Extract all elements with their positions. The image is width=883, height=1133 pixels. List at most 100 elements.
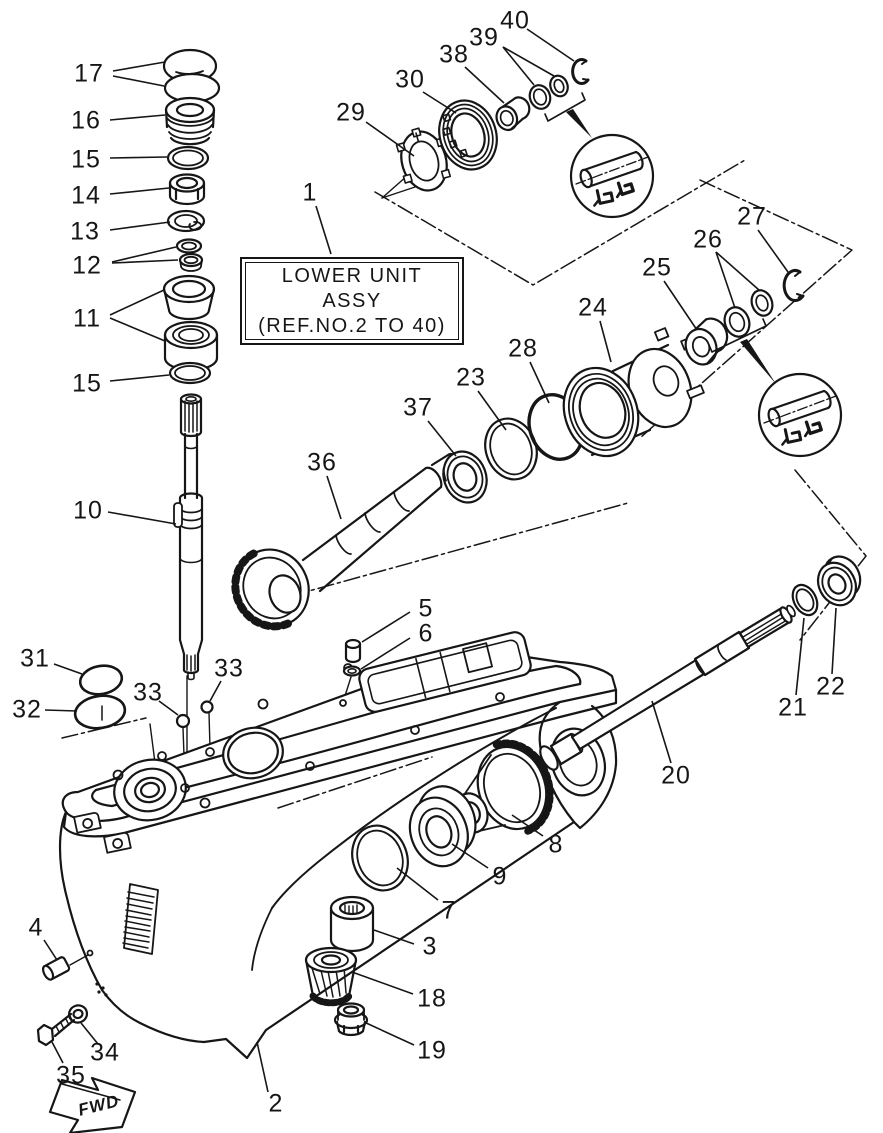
callout-20: 20: [661, 761, 691, 790]
callout-3: 3: [422, 932, 438, 961]
leader-line: [451, 843, 489, 869]
callout-39: 39: [469, 23, 499, 52]
leader-line: [715, 251, 736, 309]
callout-37: 37: [403, 393, 433, 422]
callout-19: 19: [417, 1036, 447, 1065]
leader-line: [396, 867, 439, 901]
callout-18: 18: [417, 984, 447, 1013]
bolt-holes: [88, 657, 505, 956]
upper-seal-stack-drawing: [164, 50, 219, 383]
leader-line: [427, 420, 457, 457]
callout-4: 4: [28, 913, 44, 942]
leader-line: [326, 475, 342, 520]
forward-gear-group-drawing: [343, 732, 562, 898]
leader-line: [43, 939, 58, 961]
callout-12: 12: [72, 251, 102, 280]
leader-line: [599, 320, 612, 363]
case-hardware-drawing: [38, 955, 89, 1045]
leader-line: [109, 221, 171, 231]
callout-13: 13: [70, 217, 100, 246]
callout-40: 40: [500, 6, 530, 35]
leader-line: [795, 617, 805, 696]
callout-29: 29: [336, 98, 366, 127]
leader-line: [502, 46, 555, 77]
callout-7: 7: [441, 896, 457, 925]
callout-22: 22: [816, 672, 846, 701]
leader-line: [831, 607, 837, 675]
callout-23: 23: [456, 363, 486, 392]
callout-6: 6: [418, 619, 434, 648]
leader-line: [526, 28, 575, 62]
callout-24: 24: [578, 293, 608, 322]
leader-line: [109, 317, 166, 342]
leader-line: [315, 205, 332, 255]
leader-line: [209, 680, 222, 702]
callout-8: 8: [548, 830, 564, 859]
callout-34: 34: [90, 1038, 120, 1067]
leader-line: [109, 187, 170, 195]
detail-circle: [571, 135, 653, 217]
leader-line: [112, 61, 166, 72]
callout-2: 2: [268, 1089, 284, 1118]
bolt-35: [38, 1014, 74, 1045]
leader-line: [363, 1021, 415, 1046]
leader-line: [651, 700, 672, 764]
drive-shaft-drawing: [174, 395, 202, 680]
leader-line: [529, 361, 550, 404]
callout-28: 28: [508, 334, 538, 363]
label-box-line2: ASSY: [322, 289, 382, 312]
leader-line: [111, 259, 179, 264]
leader-line: [663, 280, 698, 331]
leader-line: [464, 66, 505, 104]
leader-line: [477, 390, 507, 431]
callout-32: 32: [12, 695, 42, 724]
callout-21: 21: [778, 693, 808, 722]
leader-line: [715, 251, 760, 291]
fwd-arrow: [50, 1078, 135, 1133]
callout-1: 1: [302, 178, 318, 207]
callout-9: 9: [492, 862, 508, 891]
leader-line: [373, 929, 415, 945]
leader-line: [360, 637, 411, 670]
leader-line: [109, 156, 168, 159]
lower-unit-assy-label-box: LOWER UNIT ASSY (REF.NO.2 TO 40): [240, 257, 464, 345]
callout-17: 17: [74, 59, 104, 88]
leader-line: [502, 46, 535, 86]
leader-line: [361, 611, 411, 643]
bearing-carrier-drawing: [552, 270, 803, 466]
leader-line: [511, 814, 544, 837]
callout-31: 31: [20, 644, 50, 673]
callout-15: 15: [72, 369, 102, 398]
callout-14: 14: [71, 181, 101, 210]
leader-line: [112, 75, 165, 87]
prop-shaft-drawing: [500, 550, 870, 794]
callout-35: 35: [56, 1061, 86, 1090]
callout-38: 38: [439, 40, 469, 69]
callout-15: 15: [71, 145, 101, 174]
leader-line: [109, 374, 170, 382]
callout-16: 16: [71, 106, 101, 135]
case-orings-drawing: [73, 663, 212, 732]
leader-line: [80, 1022, 99, 1045]
label-box-line1: LOWER UNIT: [281, 264, 423, 287]
leader-line: [351, 971, 414, 995]
callout-30: 30: [395, 65, 425, 94]
callout-26: 26: [693, 225, 723, 254]
callout-27: 27: [737, 202, 767, 231]
callout-11: 11: [73, 304, 101, 333]
leader-line: [53, 663, 83, 675]
leader-line: [256, 1041, 269, 1093]
lower-pinion-group-drawing: [306, 640, 373, 1035]
leader-line: [365, 121, 415, 157]
leader-line: [158, 700, 179, 716]
leader-line: [107, 511, 177, 525]
leader-line: [111, 246, 177, 263]
callout-36: 36: [307, 448, 337, 477]
leader-line: [422, 91, 457, 114]
leader-line: [109, 289, 165, 316]
callout-25: 25: [642, 253, 672, 282]
callout-5: 5: [418, 594, 434, 623]
